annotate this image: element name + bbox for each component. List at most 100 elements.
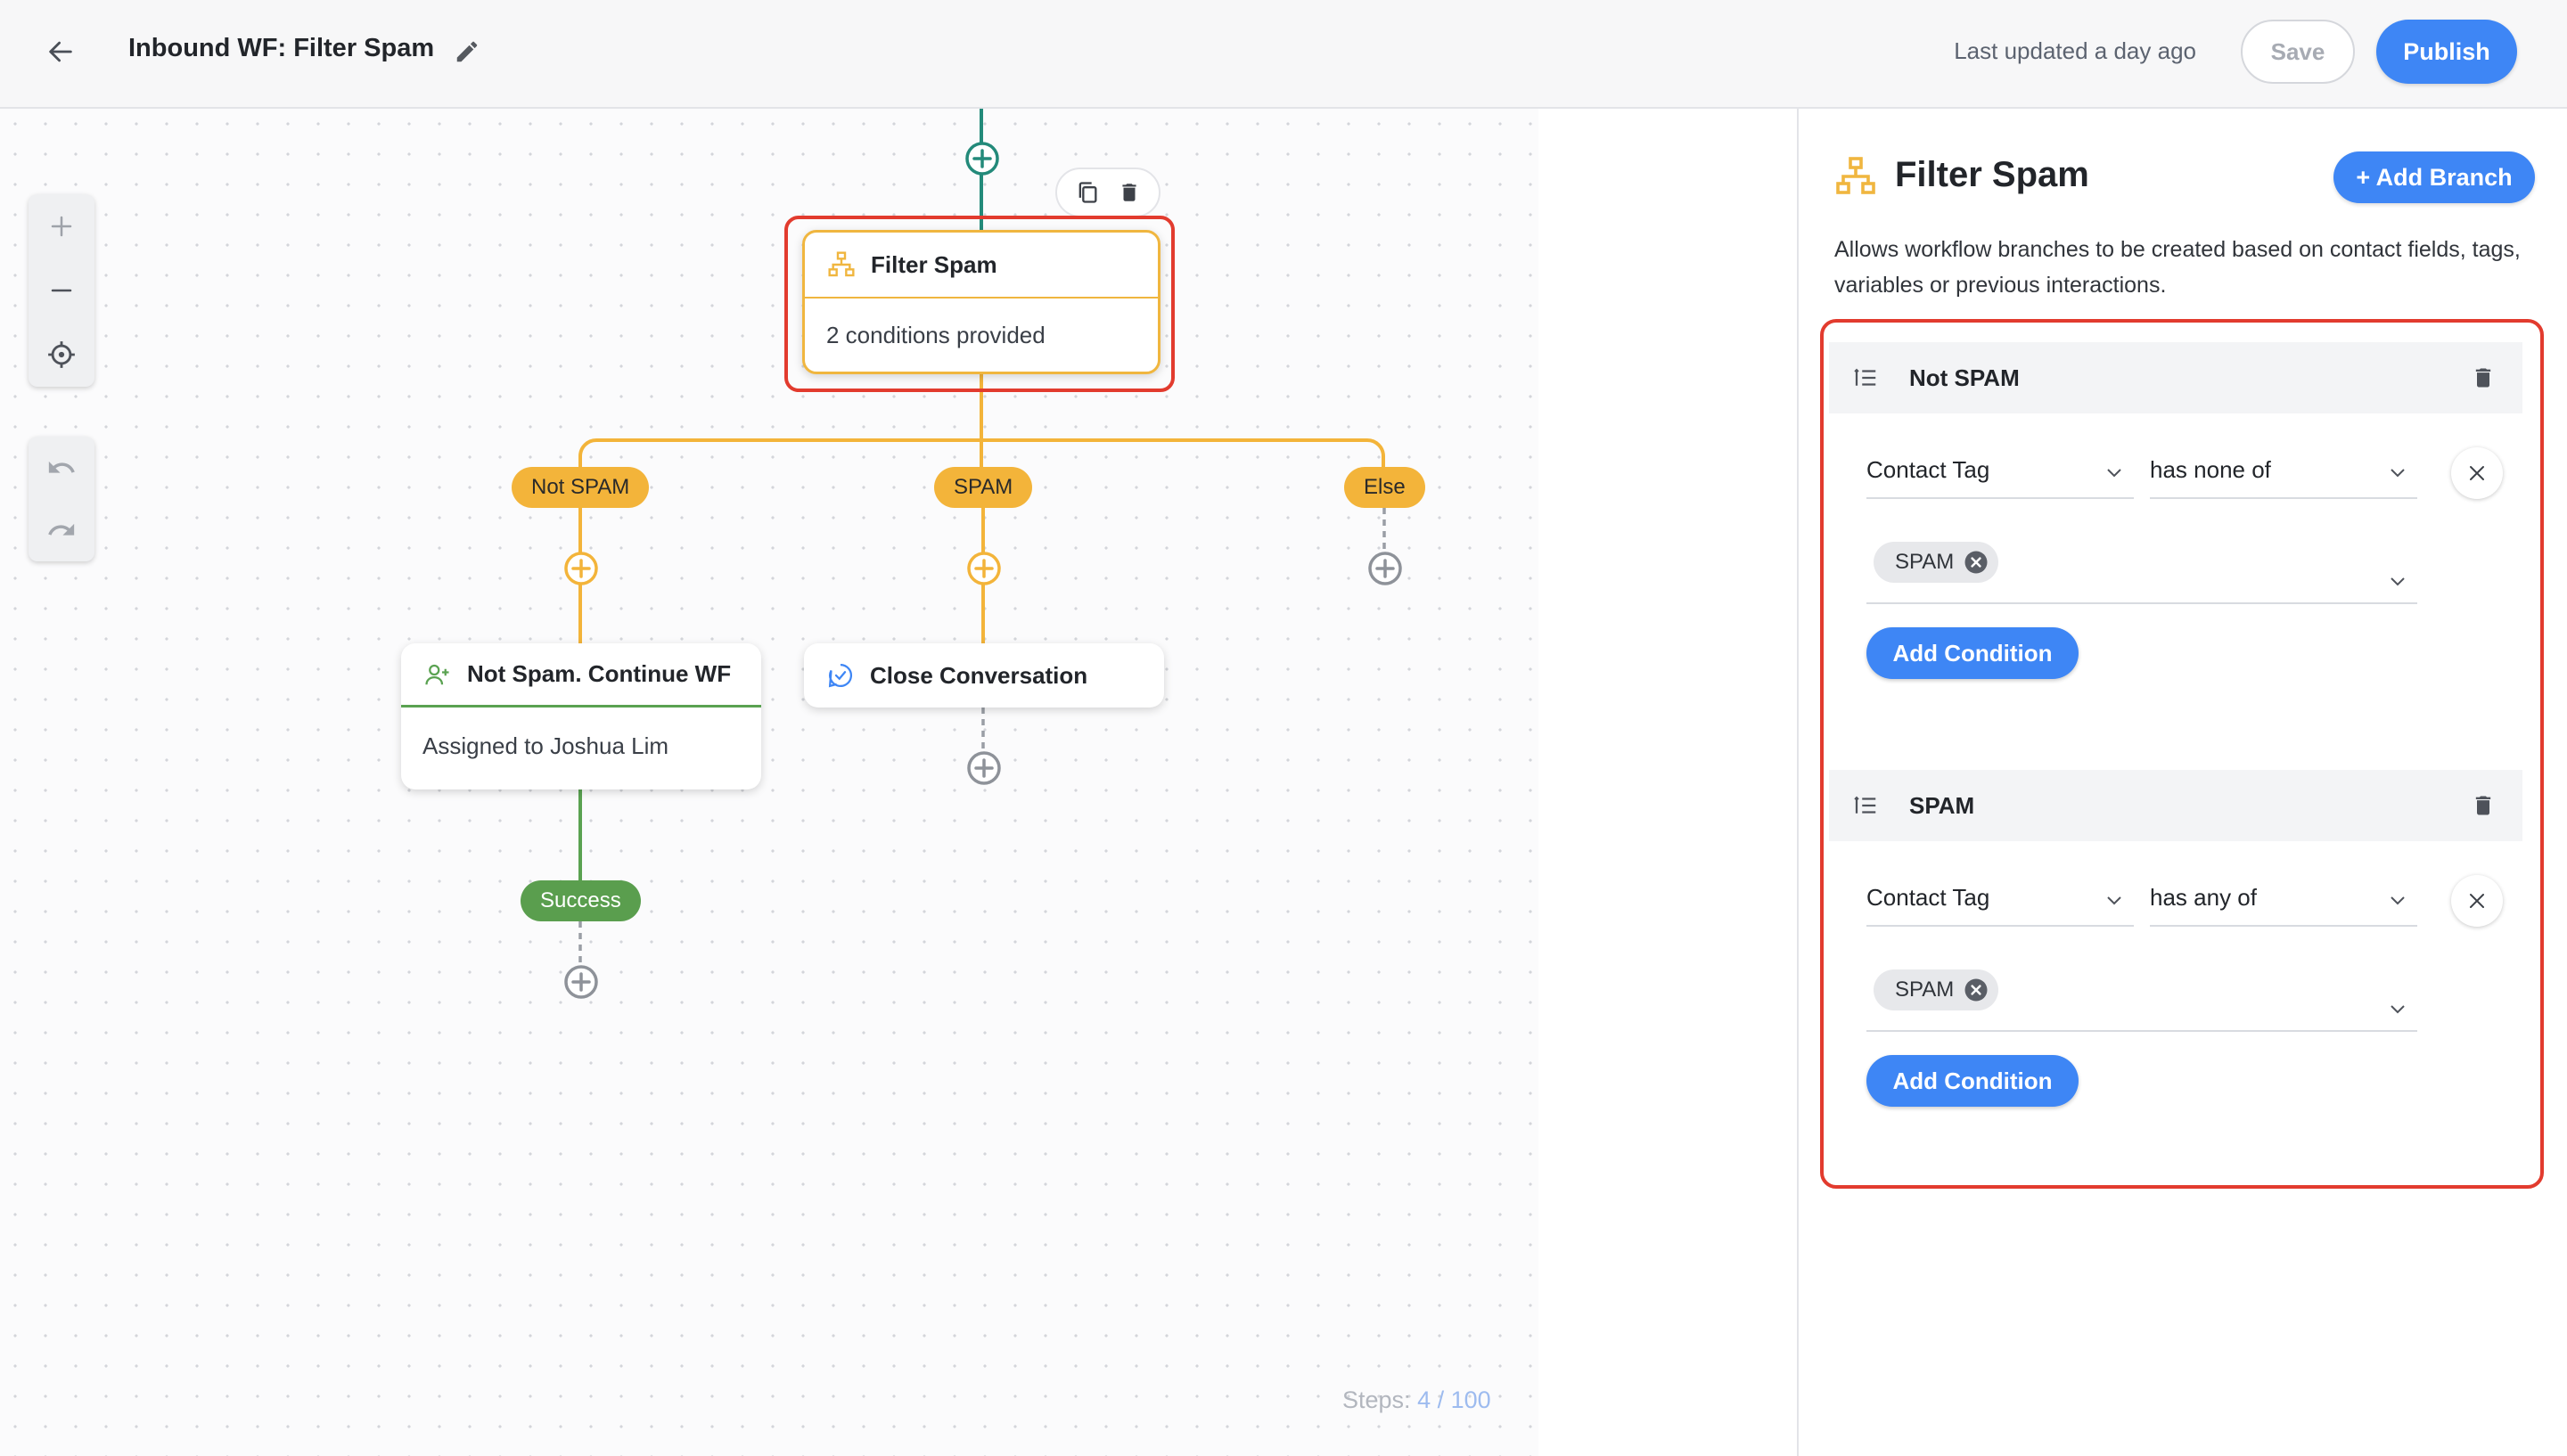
remove-chip-button[interactable] xyxy=(1963,977,1989,1003)
reorder-icon[interactable] xyxy=(1850,363,1881,393)
chevron-down-icon xyxy=(2107,896,2121,905)
condition-operator-select[interactable]: has any of xyxy=(2150,870,2417,927)
branch-network-icon xyxy=(826,249,857,280)
chevron-down-icon xyxy=(2107,469,2121,478)
remove-chip-button[interactable] xyxy=(1963,549,1989,576)
trash-icon xyxy=(1121,184,1136,201)
close-conversation-node[interactable]: Close Conversation xyxy=(804,643,1164,708)
steps-label: Steps: xyxy=(1342,1386,1411,1413)
value-chip-label: SPAM xyxy=(1895,550,1955,574)
node-toolbar xyxy=(1055,168,1160,217)
add-step-not-spam-icon[interactable] xyxy=(563,551,599,586)
add-step-after-success-icon[interactable] xyxy=(563,964,599,1000)
condition-field-select[interactable]: Contact Tag xyxy=(1866,870,2134,927)
condition-operator-select[interactable]: has none of xyxy=(2150,442,2417,499)
branch-network-icon xyxy=(1836,157,1875,194)
chevron-down-icon xyxy=(2391,1005,2405,1014)
undo-button[interactable] xyxy=(29,437,94,499)
trash-icon xyxy=(2475,368,2491,388)
branch-label-not-spam[interactable]: Not SPAM xyxy=(512,467,650,508)
assign-node-title: Not Spam. Continue WF xyxy=(467,660,732,687)
add-condition-button[interactable]: Add Condition xyxy=(1866,1055,2079,1107)
condition-operator-value: has any of xyxy=(2150,883,2257,911)
branch-name: Not SPAM xyxy=(1909,364,2020,391)
top-bar: Inbound WF: Filter Spam Last updated a d… xyxy=(0,0,2567,109)
redo-icon xyxy=(48,523,75,536)
branch-name: SPAM xyxy=(1909,791,1975,819)
publish-button[interactable]: Publish xyxy=(2376,20,2517,84)
zoom-controls xyxy=(29,194,94,387)
condition-row: Contact Tag has any of xyxy=(1866,870,2508,927)
assign-user-node[interactable]: Not Spam. Continue WF Assigned to Joshua… xyxy=(401,643,761,789)
value-chip-label: SPAM xyxy=(1895,977,1955,1002)
steps-counter: Steps: 4 / 100 xyxy=(1342,1386,1491,1414)
reorder-icon[interactable] xyxy=(1850,790,1881,821)
pencil-icon xyxy=(456,41,478,62)
condition-row: Contact Tag has none of xyxy=(1866,442,2508,499)
undo-icon xyxy=(48,461,75,473)
add-step-spam-icon[interactable] xyxy=(966,551,1002,586)
trash-icon xyxy=(2475,796,2491,815)
edit-title-button[interactable] xyxy=(449,34,485,70)
filter-spam-node[interactable]: Filter Spam 2 conditions provided xyxy=(802,230,1160,374)
branch-label-else[interactable]: Else xyxy=(1344,467,1425,508)
branch-header: SPAM xyxy=(1829,770,2522,841)
close-node-header: Close Conversation xyxy=(804,643,1164,708)
branch-card: Not SPAM Contact Tag has none of xyxy=(1829,342,2522,679)
branch-header: Not SPAM xyxy=(1829,342,2522,413)
add-branch-button[interactable]: + Add Branch xyxy=(2333,151,2535,203)
add-step-else-icon[interactable] xyxy=(1367,551,1403,586)
node-settings-panel: Filter Spam + Add Branch Allows workflow… xyxy=(1797,109,2567,1456)
close-icon xyxy=(2470,466,2484,480)
user-plus-icon xyxy=(422,659,453,690)
delete-branch-button[interactable] xyxy=(2465,788,2501,823)
save-button[interactable]: Save xyxy=(2241,20,2355,84)
duplicate-node-button[interactable] xyxy=(1070,175,1105,210)
success-label: Success xyxy=(521,880,641,921)
steps-count: 4 / 100 xyxy=(1417,1386,1491,1413)
back-button[interactable] xyxy=(39,34,82,70)
condition-field-select[interactable]: Contact Tag xyxy=(1866,442,2134,499)
close-circle-icon xyxy=(1964,551,1988,574)
chevron-down-icon xyxy=(2391,577,2405,586)
arrow-left-icon xyxy=(49,41,72,62)
close-node-title: Close Conversation xyxy=(870,661,1088,689)
value-chip: SPAM xyxy=(1874,969,1999,1010)
filter-node-title: Filter Spam xyxy=(871,250,997,278)
recenter-button[interactable] xyxy=(29,323,94,387)
condition-value-select[interactable]: SPAM xyxy=(1866,964,2417,1032)
chevron-down-icon xyxy=(2391,896,2405,905)
panel-description: Allows workflow branches to be created b… xyxy=(1834,237,2521,298)
zoom-out-button[interactable] xyxy=(29,258,94,323)
condition-operator-value: has none of xyxy=(2150,455,2271,483)
value-chip: SPAM xyxy=(1874,542,1999,583)
assign-node-header: Not Spam. Continue WF xyxy=(401,643,761,708)
redo-button[interactable] xyxy=(29,499,94,561)
zoom-in-button[interactable] xyxy=(29,194,94,258)
branch-label-spam[interactable]: SPAM xyxy=(934,467,1033,508)
close-icon xyxy=(2470,894,2484,908)
remove-condition-button[interactable] xyxy=(2451,447,2503,499)
add-step-trigger-icon[interactable] xyxy=(964,141,1000,176)
chevron-down-icon xyxy=(2391,469,2405,478)
selected-node-highlight xyxy=(784,216,1175,392)
plus-icon xyxy=(51,216,72,237)
check-circle-icon xyxy=(825,660,856,691)
delete-branch-button[interactable] xyxy=(2465,360,2501,396)
copy-icon xyxy=(1078,182,1096,203)
add-step-after-close-icon[interactable] xyxy=(966,750,1002,786)
crosshair-icon xyxy=(48,341,75,368)
branches-highlight xyxy=(1820,319,2544,1189)
panel-title: Filter Spam xyxy=(1895,155,2089,194)
minus-icon xyxy=(51,289,72,292)
assign-node-subtitle: Assigned to Joshua Lim xyxy=(422,732,669,759)
delete-node-button[interactable] xyxy=(1111,175,1147,210)
filter-node-subtitle: 2 conditions provided xyxy=(826,321,1046,348)
remove-condition-button[interactable] xyxy=(2451,875,2503,927)
workflow-title: Inbound WF: Filter Spam xyxy=(128,34,435,62)
canvas-blank-area xyxy=(1538,109,1799,1456)
add-condition-button[interactable]: Add Condition xyxy=(1866,627,2079,679)
condition-field-value: Contact Tag xyxy=(1866,883,1990,911)
condition-value-select[interactable]: SPAM xyxy=(1866,536,2417,604)
